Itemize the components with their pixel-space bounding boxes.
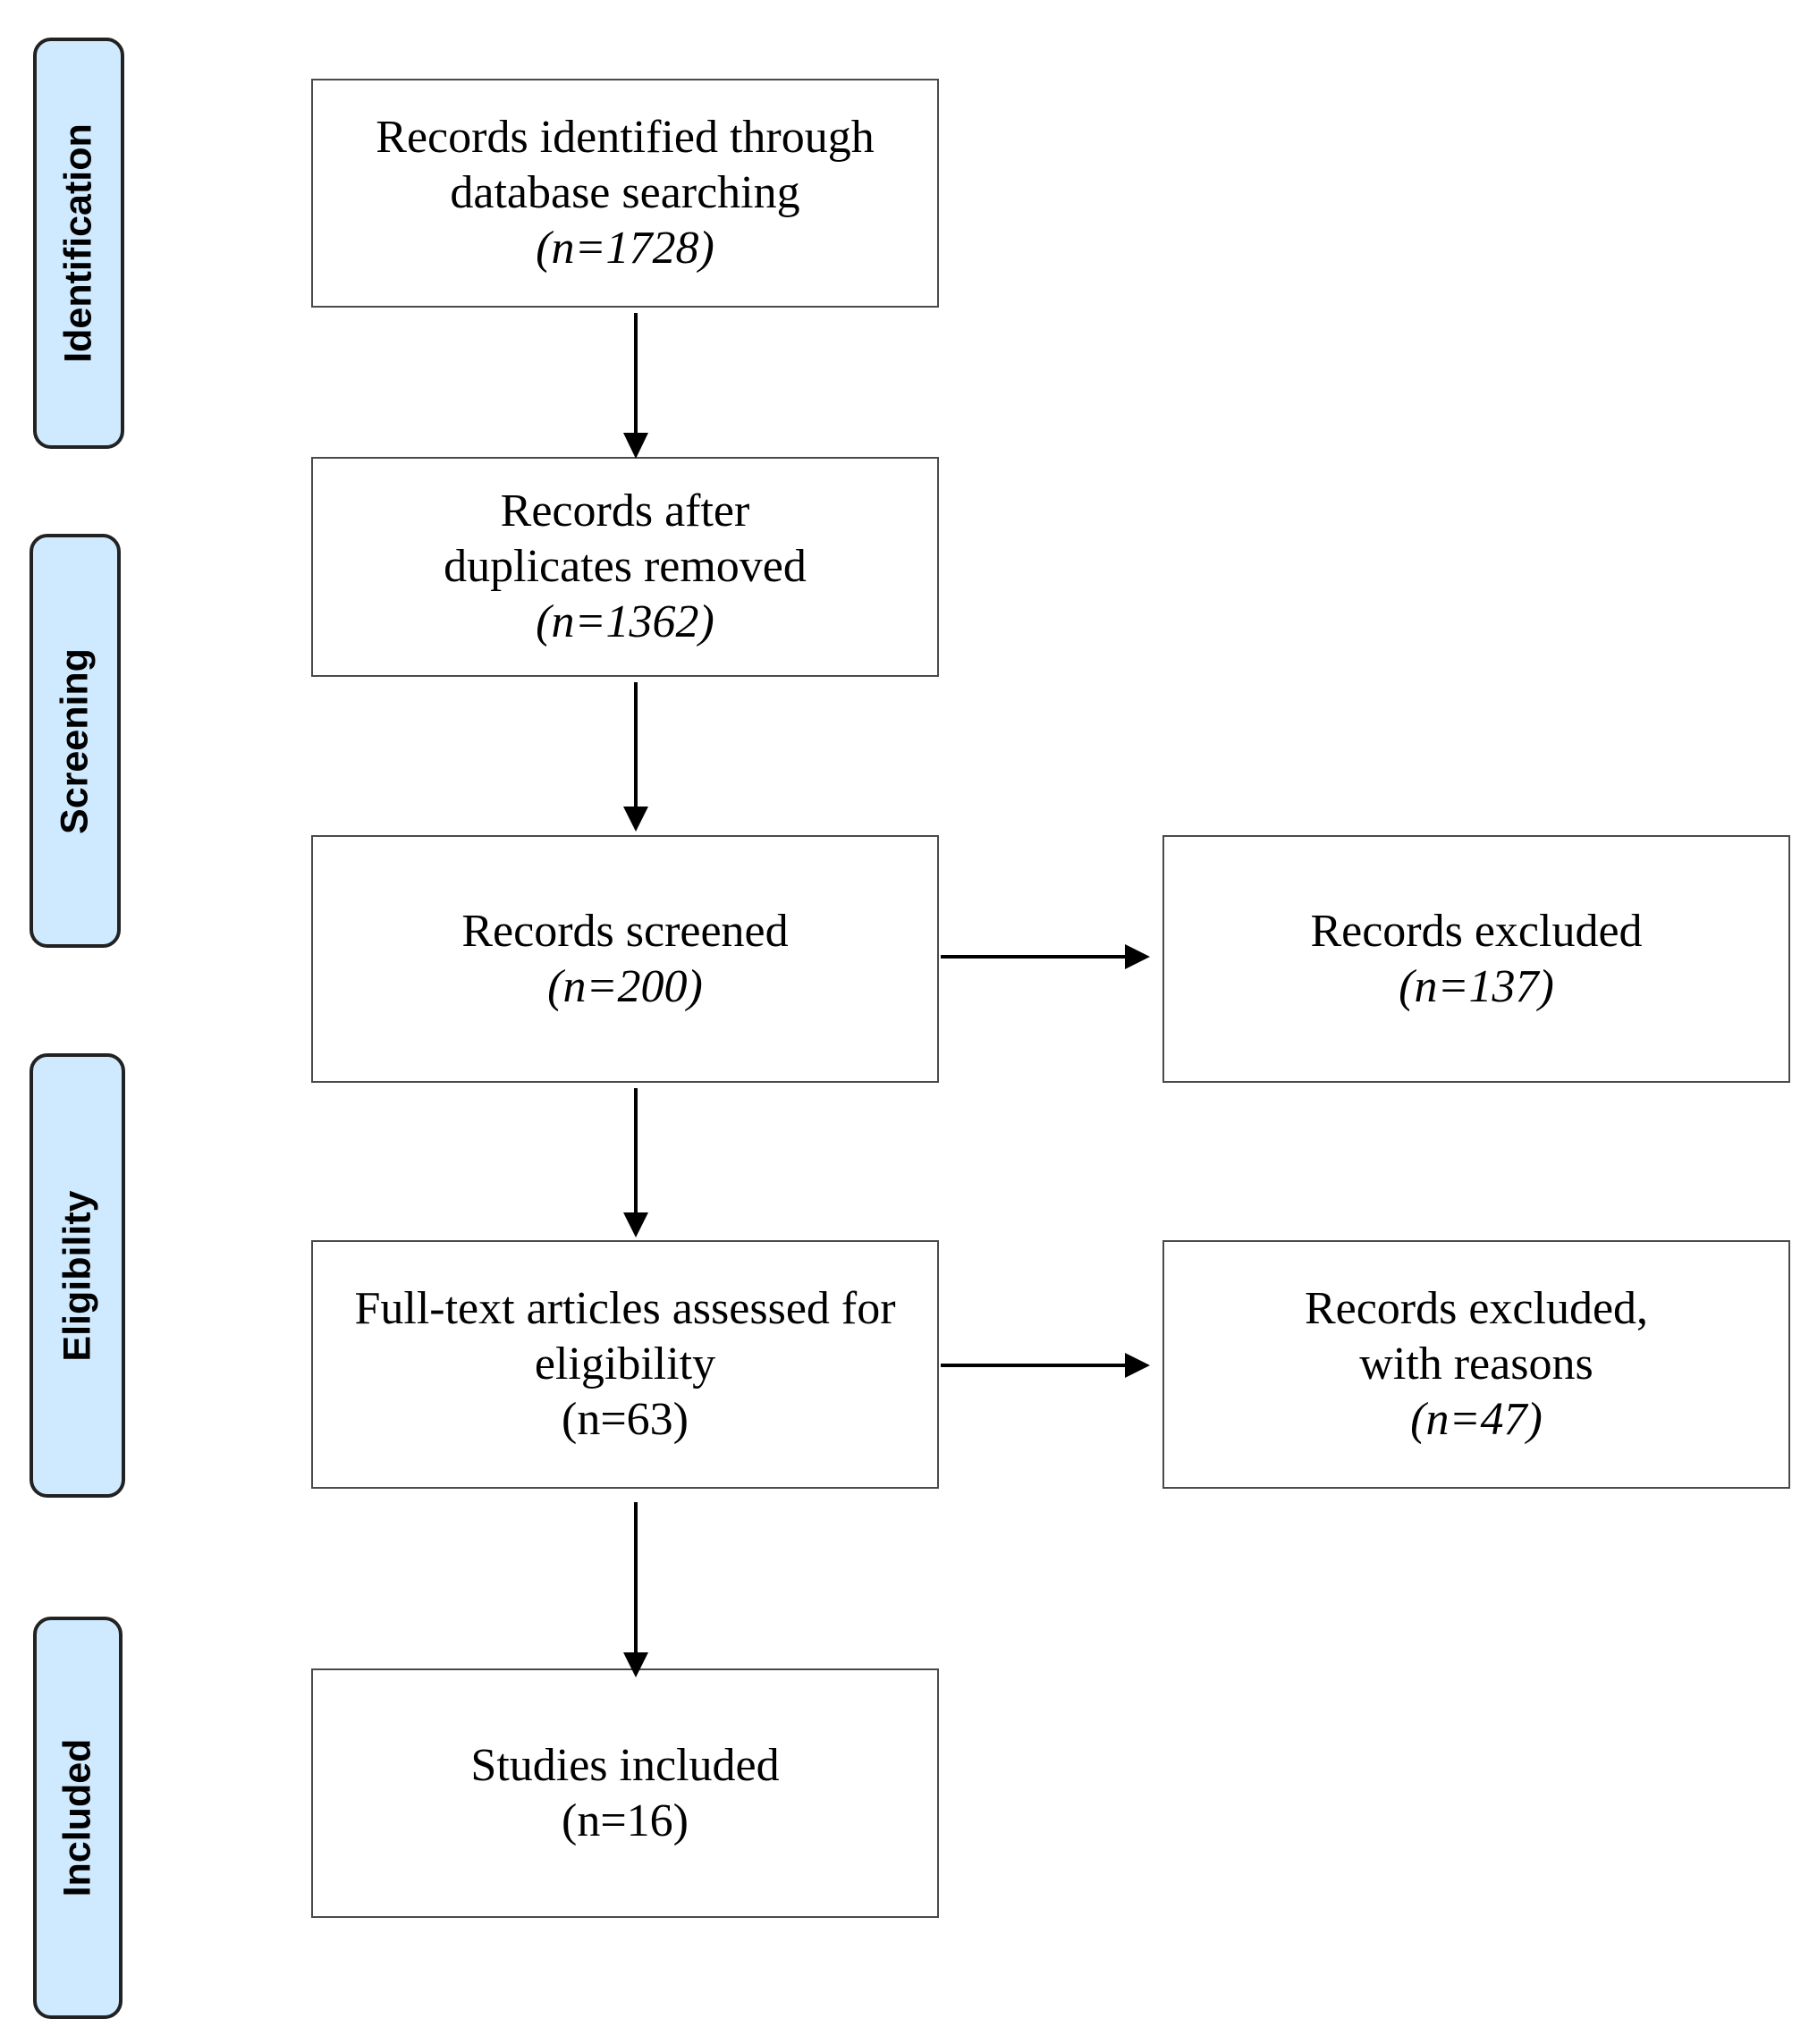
- included-label: Studies included: [470, 1739, 780, 1791]
- screened-label: Records screened: [461, 905, 789, 957]
- fulltext-count: (n=63): [562, 1394, 689, 1445]
- deduplicated-label: Records after duplicates removed: [444, 486, 807, 592]
- excluded-reasons-box: Records excluded, with reasons (n=47): [1162, 1240, 1790, 1489]
- screened-count: (n=200): [547, 960, 703, 1012]
- identified-label: Records identified through database sear…: [376, 112, 875, 218]
- arrowhead-4: [623, 1652, 648, 1677]
- fulltext-box: Full-text articles assessed for eligibil…: [311, 1240, 939, 1489]
- excluded-count: (n=137): [1399, 960, 1554, 1012]
- included-box: Studies included (n=16): [311, 1668, 939, 1918]
- arrowhead-6: [1125, 1353, 1150, 1378]
- excluded-box: Records excluded (n=137): [1162, 835, 1790, 1083]
- arrowhead-3: [623, 1212, 648, 1237]
- arrowhead-1: [623, 433, 648, 459]
- arrowhead-5: [1125, 944, 1150, 969]
- stage-included: Included: [33, 1617, 123, 2019]
- stage-eligibility: Eligibility: [30, 1053, 125, 1498]
- identified-box: Records identified through database sear…: [311, 79, 939, 308]
- stage-screening: Screening: [30, 534, 121, 948]
- included-count: (n=16): [562, 1795, 689, 1846]
- excluded-reasons-label: Records excluded, with reasons: [1304, 1283, 1649, 1389]
- identified-count: (n=1728): [536, 223, 714, 274]
- stage-identification: Identification: [33, 38, 124, 449]
- screened-box: Records screened (n=200): [311, 835, 939, 1083]
- deduplicated-box: Records after duplicates removed (n=1362…: [311, 457, 939, 677]
- deduplicated-count: (n=1362): [536, 596, 714, 647]
- excluded-label: Records excluded: [1310, 905, 1643, 957]
- excluded-reasons-count: (n=47): [1410, 1394, 1543, 1445]
- arrowhead-2: [623, 807, 648, 832]
- fulltext-label: Full-text articles assessed for eligibil…: [354, 1283, 896, 1389]
